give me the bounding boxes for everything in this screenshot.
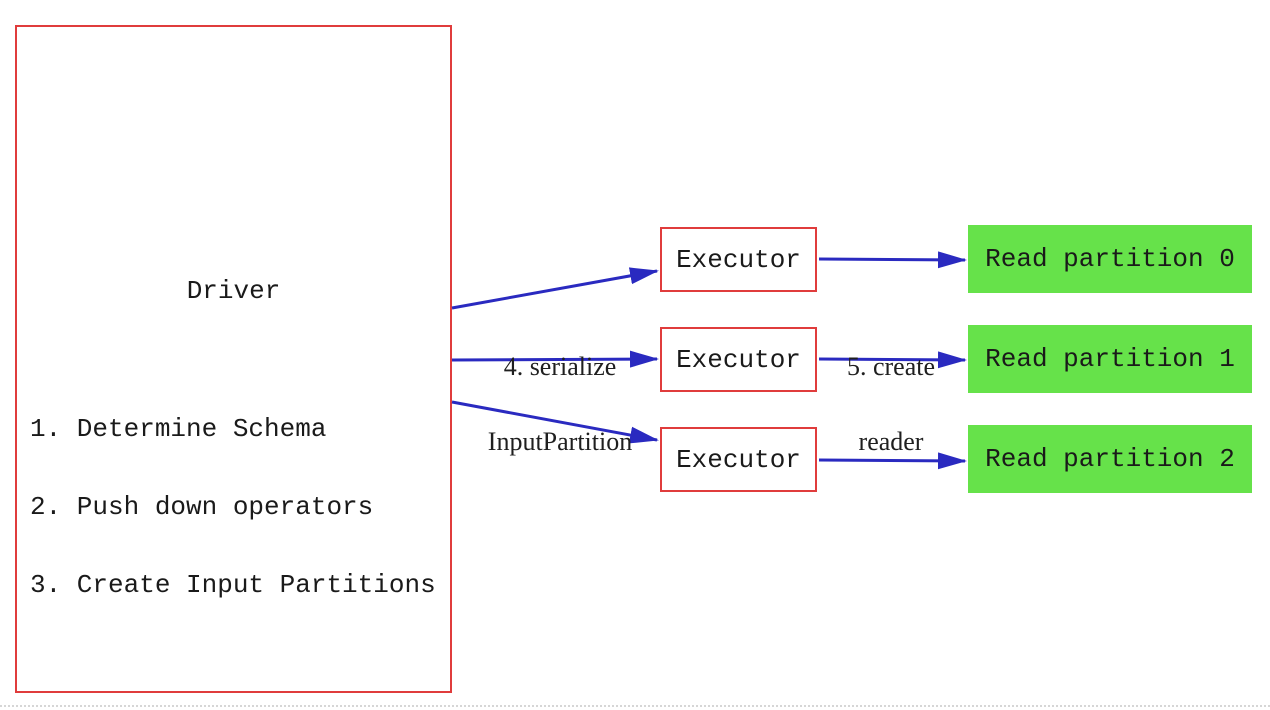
driver-box: Driver 1. Determine Schema 2. Push down … [15, 25, 452, 693]
edge-label-serialize-inputpartition: 4. serialize InputPartition [448, 304, 672, 504]
executor-box-2: Executor [660, 327, 817, 392]
driver-step-determine-schema: 1. Determine Schema [30, 414, 327, 444]
edge-label-create-reader: 5. create reader [809, 304, 973, 504]
driver-step-create-input-partitions: 3. Create Input Partitions [30, 570, 436, 600]
partition-box-2: Read partition 2 [968, 425, 1252, 493]
edge-label-reader-line1: 5. create [846, 352, 936, 381]
arrow-executor-1-to-partition-0 [818, 251, 967, 269]
edge-label-serialize-line1: 4. serialize [503, 352, 617, 381]
edge-label-reader-line2: reader [858, 427, 924, 456]
bottom-dotted-line [0, 705, 1270, 707]
partition-label-2: Read partition 2 [985, 444, 1235, 474]
partition-box-1: Read partition 1 [968, 325, 1252, 393]
arrow-driver-to-executor-1 [451, 267, 659, 310]
executor-label-1: Executor [676, 244, 801, 275]
partition-label-0: Read partition 0 [985, 244, 1235, 274]
executor-box-1: Executor [660, 227, 817, 292]
driver-step-list: 1. Determine Schema 2. Push down operato… [30, 364, 436, 650]
driver-title: Driver [186, 276, 281, 306]
driver-step-push-down-operators: 2. Push down operators [30, 492, 374, 522]
executor-label-3: Executor [676, 444, 801, 475]
executor-box-3: Executor [660, 427, 817, 492]
edge-label-serialize-line2: InputPartition [487, 427, 633, 456]
partition-box-0: Read partition 0 [968, 225, 1252, 293]
executor-label-2: Executor [676, 344, 801, 375]
partition-label-1: Read partition 1 [985, 344, 1235, 374]
